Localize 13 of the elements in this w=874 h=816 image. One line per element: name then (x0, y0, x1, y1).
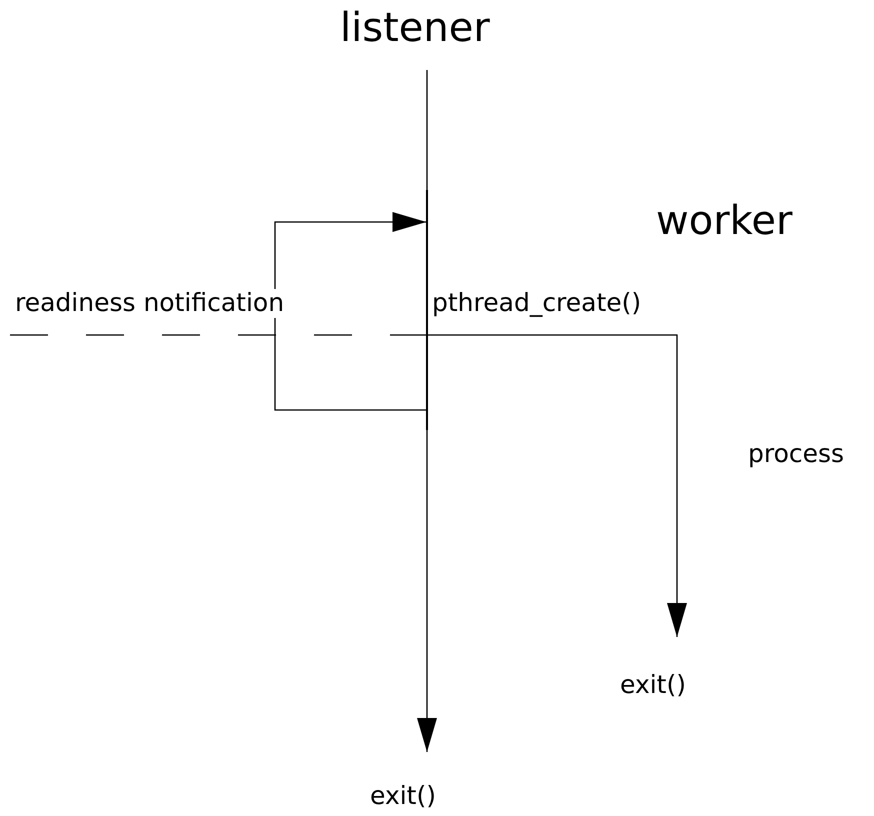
lifeline-line (426, 70, 428, 190)
arrow (428, 334, 687, 637)
arrow (417, 430, 437, 752)
lifeline-heading: worker (656, 198, 792, 244)
phase-label: process (748, 440, 844, 469)
dashed-line (10, 334, 426, 336)
lifeline-heading: listener (340, 5, 490, 70)
loop-arrow (274, 212, 426, 411)
lifeline (426, 190, 428, 430)
end-label: exit() (370, 752, 436, 811)
edge-label: pthread_create() (432, 289, 642, 318)
end-label: exit() (620, 637, 686, 700)
edge-label: readiness notification (15, 289, 284, 318)
